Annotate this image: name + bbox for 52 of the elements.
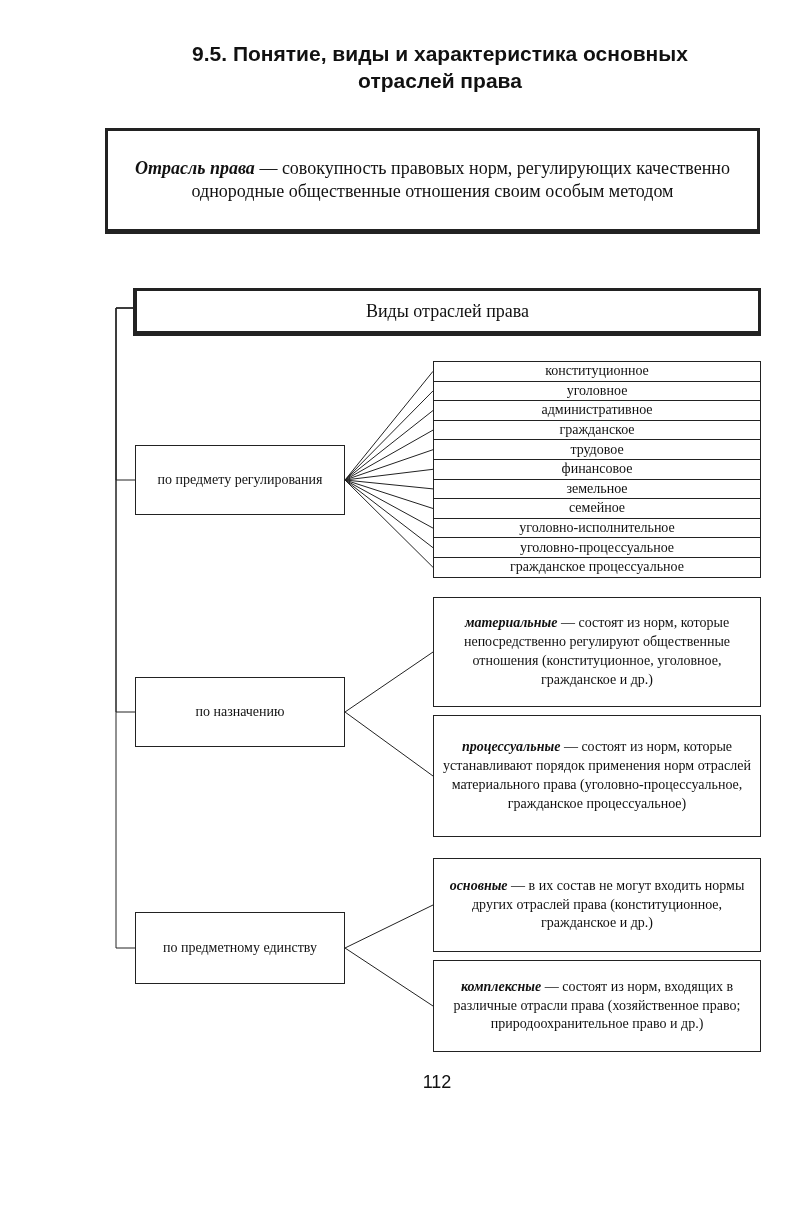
category-box [135, 677, 345, 747]
description-text: комплексные — состоят из норм, входящих в различные отрасли права (хозяйственное право; природоохранительное право и др.) [452, 977, 742, 1034]
description-text: основные — в их состав не могут входить нормы других отраслей права (конституционное, гражданское и др.) [448, 876, 746, 933]
page-number: 112 [421, 1072, 453, 1093]
branch-text: семейное [568, 501, 625, 516]
branch-text: административное [541, 403, 653, 418]
branch-row [433, 459, 761, 480]
connector-line [344, 479, 434, 549]
branch-row [433, 439, 761, 460]
connector-line [344, 947, 434, 1007]
definition-box [105, 128, 760, 234]
connector-line [115, 307, 136, 949]
connector-line [344, 479, 434, 490]
branch-text: гражданское [559, 423, 635, 438]
category-box [135, 912, 345, 984]
branch-text: земельное [566, 481, 628, 496]
connector-line [344, 370, 434, 481]
description-text: материальные — состоят из норм, которые непосредственно регулируют общественные отношения (конституционное, уголовное, гражданское и др.) [462, 614, 732, 689]
branch-row [433, 361, 761, 382]
connector-line [344, 429, 434, 481]
connector-line [344, 479, 434, 509]
category-text: по предметному единству [163, 939, 317, 957]
branch-text: конституционное [545, 364, 649, 379]
connector-line [344, 711, 434, 777]
branch-row [433, 557, 761, 578]
description-box [433, 715, 761, 837]
description-box [433, 858, 761, 952]
branch-row [433, 400, 761, 421]
page-title: 9.5. Понятие, виды и характеристика основных отраслей права [191, 41, 689, 95]
description-box [433, 960, 761, 1052]
branch-text: уголовно-исполнительное [519, 521, 675, 536]
branch-text: уголовно-процессуальное [519, 540, 675, 555]
category-box [135, 445, 345, 515]
branch-text: финансовое [561, 462, 633, 477]
description-box [433, 597, 761, 707]
header-box [133, 288, 761, 336]
category-text: по предмету регулирования [157, 471, 323, 489]
header-text: Виды отраслей права [365, 300, 530, 322]
definition-text: Отрасль права — совокупность правовых норм, регулирующих качественно однородные общественные отношения своим особым методом [134, 156, 731, 203]
connector-line [344, 449, 434, 481]
connector-line [344, 479, 434, 568]
category-text: по назначению [195, 703, 285, 721]
branch-row [433, 537, 761, 558]
connector-line [344, 904, 434, 949]
branch-row [433, 498, 761, 519]
connector-line [344, 651, 434, 713]
branch-text: уголовное [566, 383, 628, 398]
branch-text: гражданское процессуальное [510, 560, 684, 575]
connector-line [344, 410, 434, 481]
connector-line [344, 468, 434, 481]
description-text: процессуальные — состоят из норм, которые устанавливают порядок применения норм отраслей материального права (уголовно-процессуальное, гражданское процессуальное) [442, 738, 752, 813]
branch-text: трудовое [570, 442, 624, 457]
